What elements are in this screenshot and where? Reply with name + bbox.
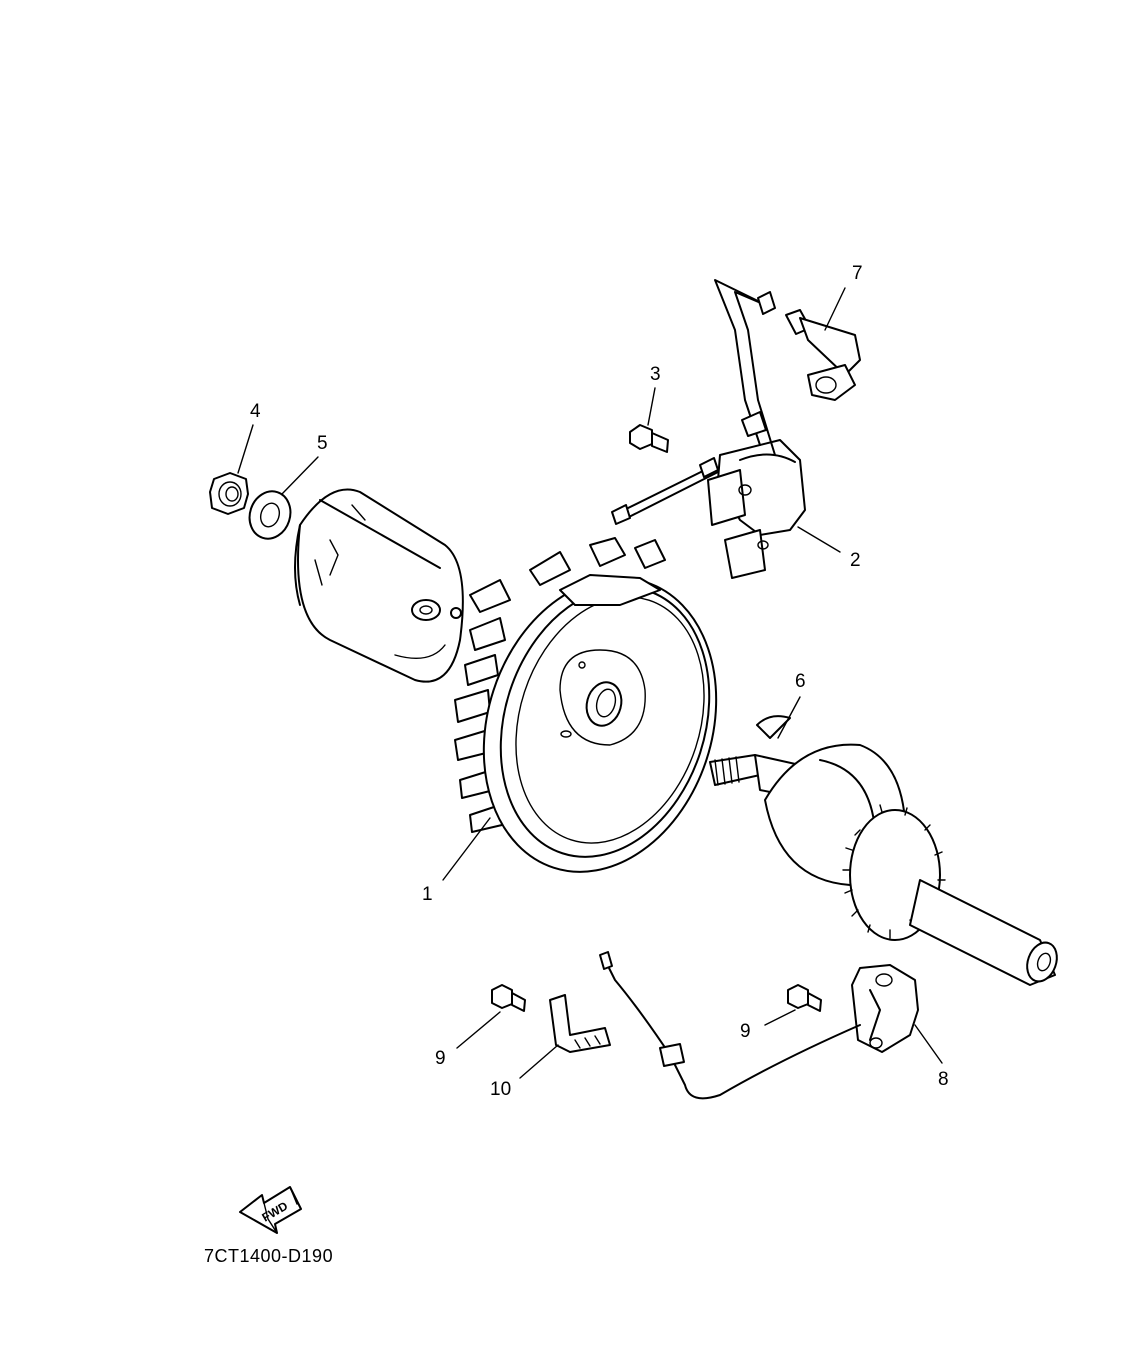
part-washer[interactable] bbox=[244, 486, 297, 544]
part-nut[interactable] bbox=[209, 472, 249, 515]
callout-labels: 1 2 3 4 5 6 7 8 9 9 10 bbox=[250, 263, 949, 1100]
callout-7: 7 bbox=[852, 263, 863, 284]
part-flywheel[interactable] bbox=[447, 537, 753, 902]
part-bracket[interactable] bbox=[549, 994, 611, 1053]
part-spark-plug-cap[interactable] bbox=[785, 309, 861, 401]
callout-9-left: 9 bbox=[435, 1048, 446, 1069]
part-sensor[interactable] bbox=[599, 951, 919, 1100]
callout-10: 10 bbox=[490, 1079, 511, 1100]
callout-5: 5 bbox=[317, 433, 328, 454]
part-bolt-3[interactable] bbox=[629, 424, 669, 453]
part-crankshaft[interactable] bbox=[709, 743, 1062, 986]
part-ignition-coil[interactable] bbox=[611, 279, 806, 579]
callout-3: 3 bbox=[650, 364, 661, 385]
callout-1: 1 bbox=[422, 884, 433, 905]
callout-6: 6 bbox=[795, 671, 806, 692]
callout-2: 2 bbox=[850, 550, 861, 571]
diagram-code: 7CT1400-D190 bbox=[204, 1246, 333, 1266]
callout-8: 8 bbox=[938, 1069, 949, 1090]
part-woodruff-key[interactable] bbox=[756, 715, 791, 739]
part-bolt-9-right[interactable] bbox=[787, 984, 822, 1012]
callout-9-right: 9 bbox=[740, 1021, 751, 1042]
callout-4: 4 bbox=[250, 401, 261, 422]
part-stator-hub[interactable] bbox=[294, 488, 464, 683]
leader-lines bbox=[237, 287, 943, 1079]
fwd-arrow-icon: FWD bbox=[239, 1186, 302, 1234]
part-bolt-9-left[interactable] bbox=[491, 984, 526, 1012]
